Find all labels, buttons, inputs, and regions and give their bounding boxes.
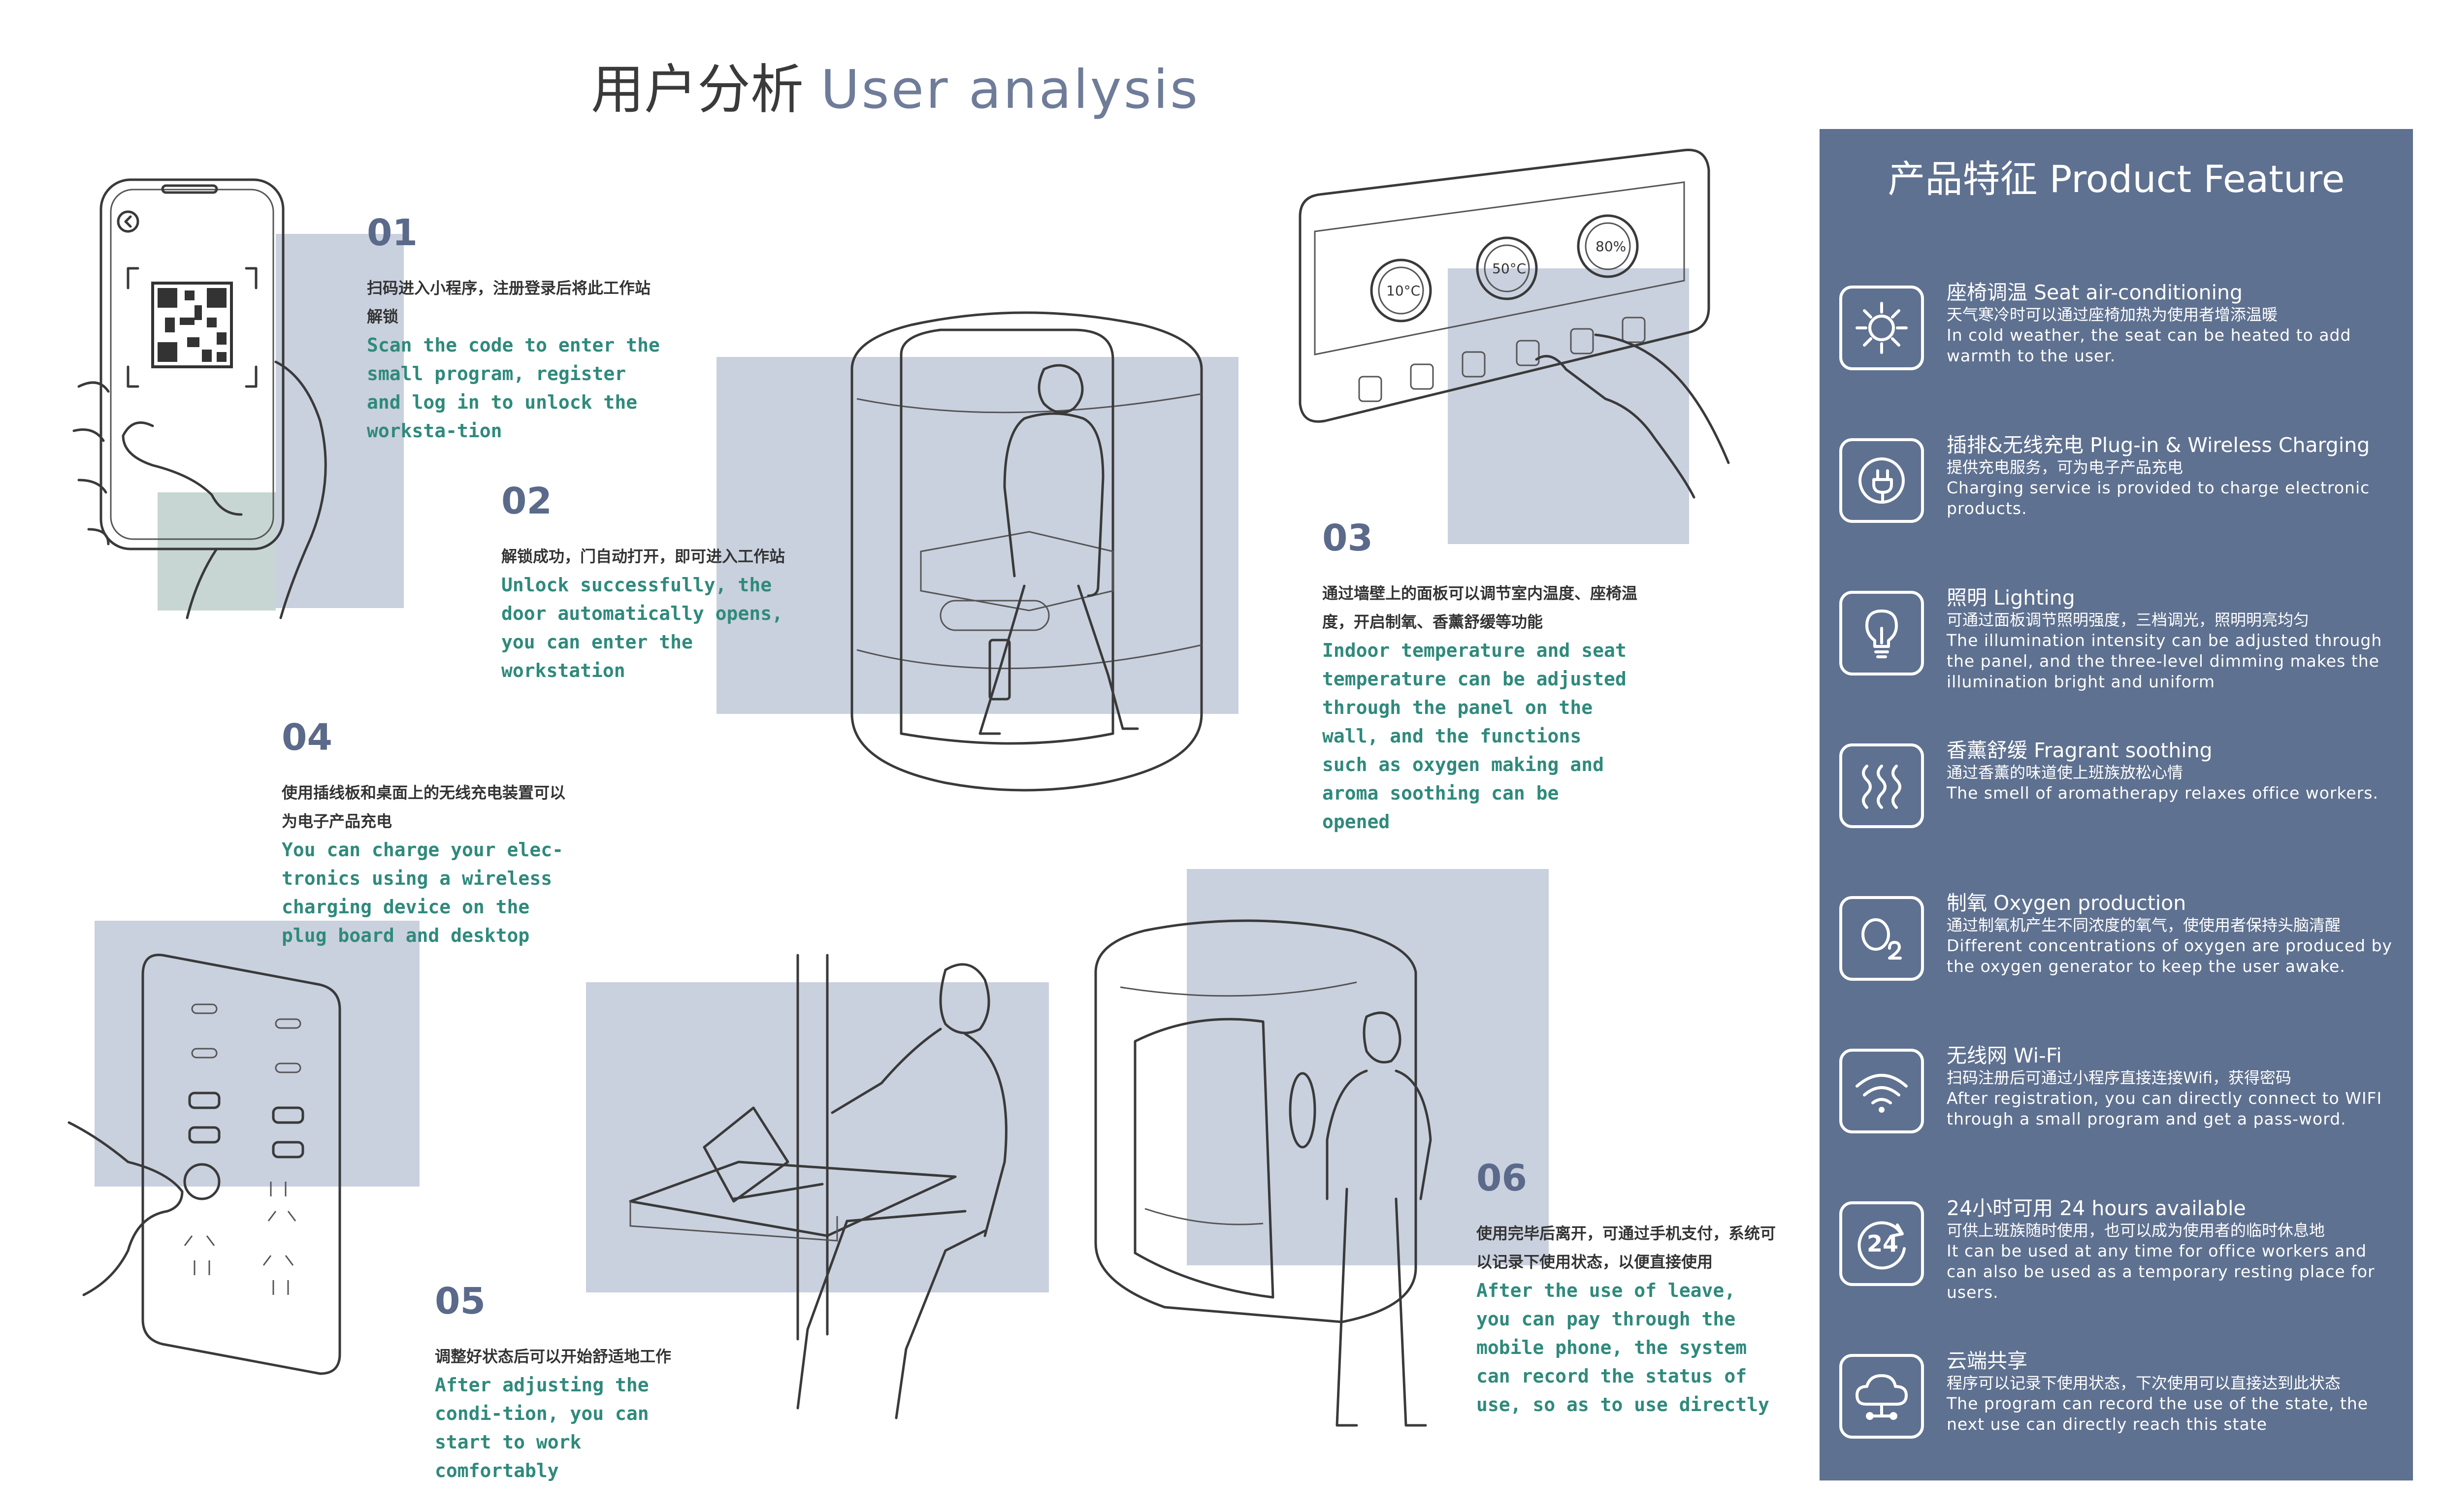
feature-cn: 通过制氧机产生不同浓度的氧气，使使用者保持头脑清醒 [1947,916,2341,934]
step-number: 05 [435,1280,486,1322]
step-cn-text: 通过墙壁上的面板可以调节室内温度、座椅温度，开启制氧、香薰舒缓等功能 [1322,584,1638,631]
feature-cn: 程序可以记录下使用状态，下次使用可以直接达到此状态 [1947,1374,2341,1392]
bg-block-03 [1448,268,1689,544]
step-cn-text: 调整好状态后可以开始舒适地工作 [435,1347,672,1366]
feature-title: 无线网 Wi-Fi [1947,1044,2062,1067]
power-strip-sketch [67,945,364,1383]
svg-text:24: 24 [1867,1230,1898,1257]
step-number: 02 [501,480,552,522]
step-cn-text: 解锁成功，门自动打开，即可进入工作站 [501,547,785,566]
step-number: 04 [282,716,332,759]
feature-item: 云端共享 程序可以记录下使用状态，下次使用可以直接达到此状态 The progr… [1839,1349,2406,1452]
feature-cn: 扫码注册后可通过小程序直接连接Wifi，获得密码 [1947,1068,2291,1087]
feature-en: The program can record the use of the st… [1947,1394,2369,1434]
wifi-icon [1839,1049,1924,1133]
aroma-icon [1839,743,1924,828]
step-en-text: Unlock successfully, the door automatica… [501,574,783,681]
title-cn: 用户分析 [591,59,804,121]
feature-item: 无线网 Wi-Fi 扫码注册后可通过小程序直接连接Wifi，获得密码 After… [1839,1044,2406,1147]
cloud-icon [1839,1354,1924,1439]
step-number: 01 [367,212,418,254]
feature-en: Charging service is provided to charge e… [1947,478,2370,518]
step-cn-text: 扫码进入小程序，注册登录后将此工作站解锁 [367,279,651,326]
feature-en: The illumination intensity can be adjust… [1947,631,2382,691]
clock-24-icon: 24 [1839,1201,1924,1286]
feature-cn: 提供充电服务，可为电子产品充电 [1947,458,2183,477]
step-en-text: You can charge your elec-tronics using a… [282,839,563,946]
feature-title: 座椅调温 Seat air-conditioning [1947,281,2243,304]
step-cn-text: 使用完毕后离开，可通过手机支付，系统可以记录下使用状态，以便直接使用 [1476,1224,1776,1271]
feature-title: 制氧 Oxygen production [1947,891,2186,915]
bg-block-01 [276,234,404,608]
page-title: 用户分析 User analysis [591,47,1200,124]
feature-item: 24 24小时可用 24 hours available 可供上班族随时使用，也… [1839,1196,2406,1302]
step-03: 03 通过墙壁上的面板可以调节室内温度、座椅温度，开启制氧、香薰舒缓等功能 In… [1322,517,1637,836]
step-01: 01 扫码进入小程序，注册登录后将此工作站解锁 Scan the code to… [367,212,662,445]
dial-2-label: 50°C [1492,260,1526,277]
feature-title: 照明 Lighting [1947,586,2075,610]
bg-block-05 [586,982,1049,1292]
product-feature-panel: 产品特征 Product Feature 座椅调温 Seat air-condi… [1820,129,2413,1480]
feature-en: It can be used at any time for office wo… [1947,1241,2375,1302]
plug-icon [1839,438,1924,523]
step-04: 04 使用插线板和桌面上的无线充电装置可以为电子产品充电 You can cha… [282,716,577,950]
feature-item: 制氧 Oxygen production 通过制氧机产生不同浓度的氧气，使使用者… [1839,891,2406,995]
step-05: 05 调整好状态后可以开始舒适地工作 After adjusting the c… [435,1280,711,1485]
feature-item: 插排&无线充电 Plug-in & Wireless Charging 提供充电… [1839,433,2406,537]
feature-en: Different concentrations of oxygen are p… [1947,936,2393,976]
dial-1-label: 10°C [1386,283,1420,299]
step-02: 02 解锁成功，门自动打开，即可进入工作站 Unlock successfull… [501,480,812,685]
bulb-icon [1839,591,1924,676]
title-en: User analysis [820,59,1200,121]
feature-cn: 可供上班族随时使用，也可以成为使用者的临时休息地 [1947,1221,2325,1240]
feature-title: 香薰舒缓 Fragrant soothing [1947,739,2213,762]
feature-item: 座椅调温 Seat air-conditioning 天气寒冷时可以通过座椅加热… [1839,281,2406,384]
feature-title: 插排&无线充电 Plug-in & Wireless Charging [1947,433,2370,457]
pod-entering-sketch [827,305,1221,822]
feature-item: 香薰舒缓 Fragrant soothing 通过香薰的味道使上班族放松心情 T… [1839,739,2406,842]
panel-title: 产品特征 Product Feature [1888,157,2345,201]
step-cn-text: 使用插线板和桌面上的无线充电装置可以为电子产品充电 [282,783,566,831]
sun-icon [1839,286,1924,370]
feature-title: 24小时可用 24 hours available [1947,1196,2246,1220]
feature-en: In cold weather, the seat can be heated … [1947,325,2351,365]
step-en-text: Indoor temperature and seat temperature … [1322,640,1627,833]
feature-cn: 通过香薰的味道使上班族放松心情 [1947,763,2183,782]
bg-block-04 [95,921,420,1187]
feature-cn: 可通过面板调节照明强度，三档调光，照明明亮均匀 [1947,611,2310,629]
step-en-text: After adjusting the condi-tion, you can … [435,1374,649,1481]
phone-qr-sketch [69,175,374,619]
step-en-text: Scan the code to enter the small program… [367,334,660,442]
pod-leaving-sketch [1091,913,1470,1455]
bg-block-teal [158,492,276,611]
feature-en: After registration, you can directly con… [1947,1089,2382,1128]
control-panel-sketch: 10°C 50°C 80% [1299,148,1743,502]
step-number: 03 [1322,517,1373,559]
feature-en: The smell of aromatherapy relaxes office… [1947,783,2378,803]
dial-3-label: 80% [1596,238,1626,255]
step-number: 06 [1476,1157,1527,1199]
step-en-text: After the use of leave, you can pay thro… [1476,1280,1769,1415]
oxygen-icon [1839,896,1924,981]
working-desk-sketch [620,945,1064,1428]
feature-cn: 天气寒冷时可以通过座椅加热为使用者增添温暖 [1947,305,2278,324]
step-06: 06 使用完毕后离开，可通过手机支付，系统可以记录下使用状态，以便直接使用 Af… [1476,1157,1777,1419]
feature-item: 照明 Lighting 可通过面板调节照明强度，三档调光，照明明亮均匀 The … [1839,586,2406,691]
feature-title: 云端共享 [1947,1349,2027,1373]
